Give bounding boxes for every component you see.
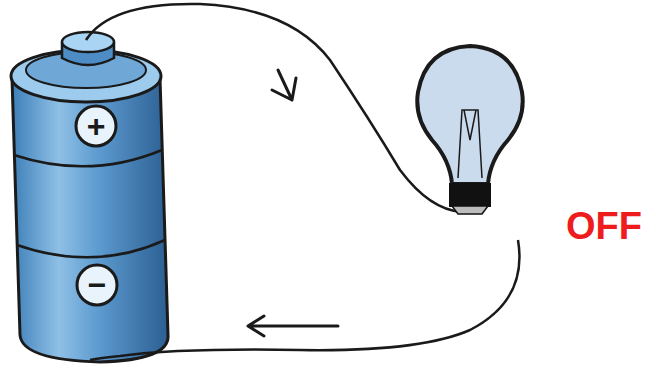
state-label: OFF — [566, 207, 642, 245]
polarity-sign: + — [87, 110, 106, 142]
wire — [90, 240, 519, 360]
current-arrow — [248, 316, 338, 336]
battery — [11, 32, 168, 362]
light-bulb — [417, 46, 522, 214]
polarity-sign: − — [88, 269, 107, 301]
wire — [86, 4, 462, 212]
current-arrow — [272, 70, 296, 100]
